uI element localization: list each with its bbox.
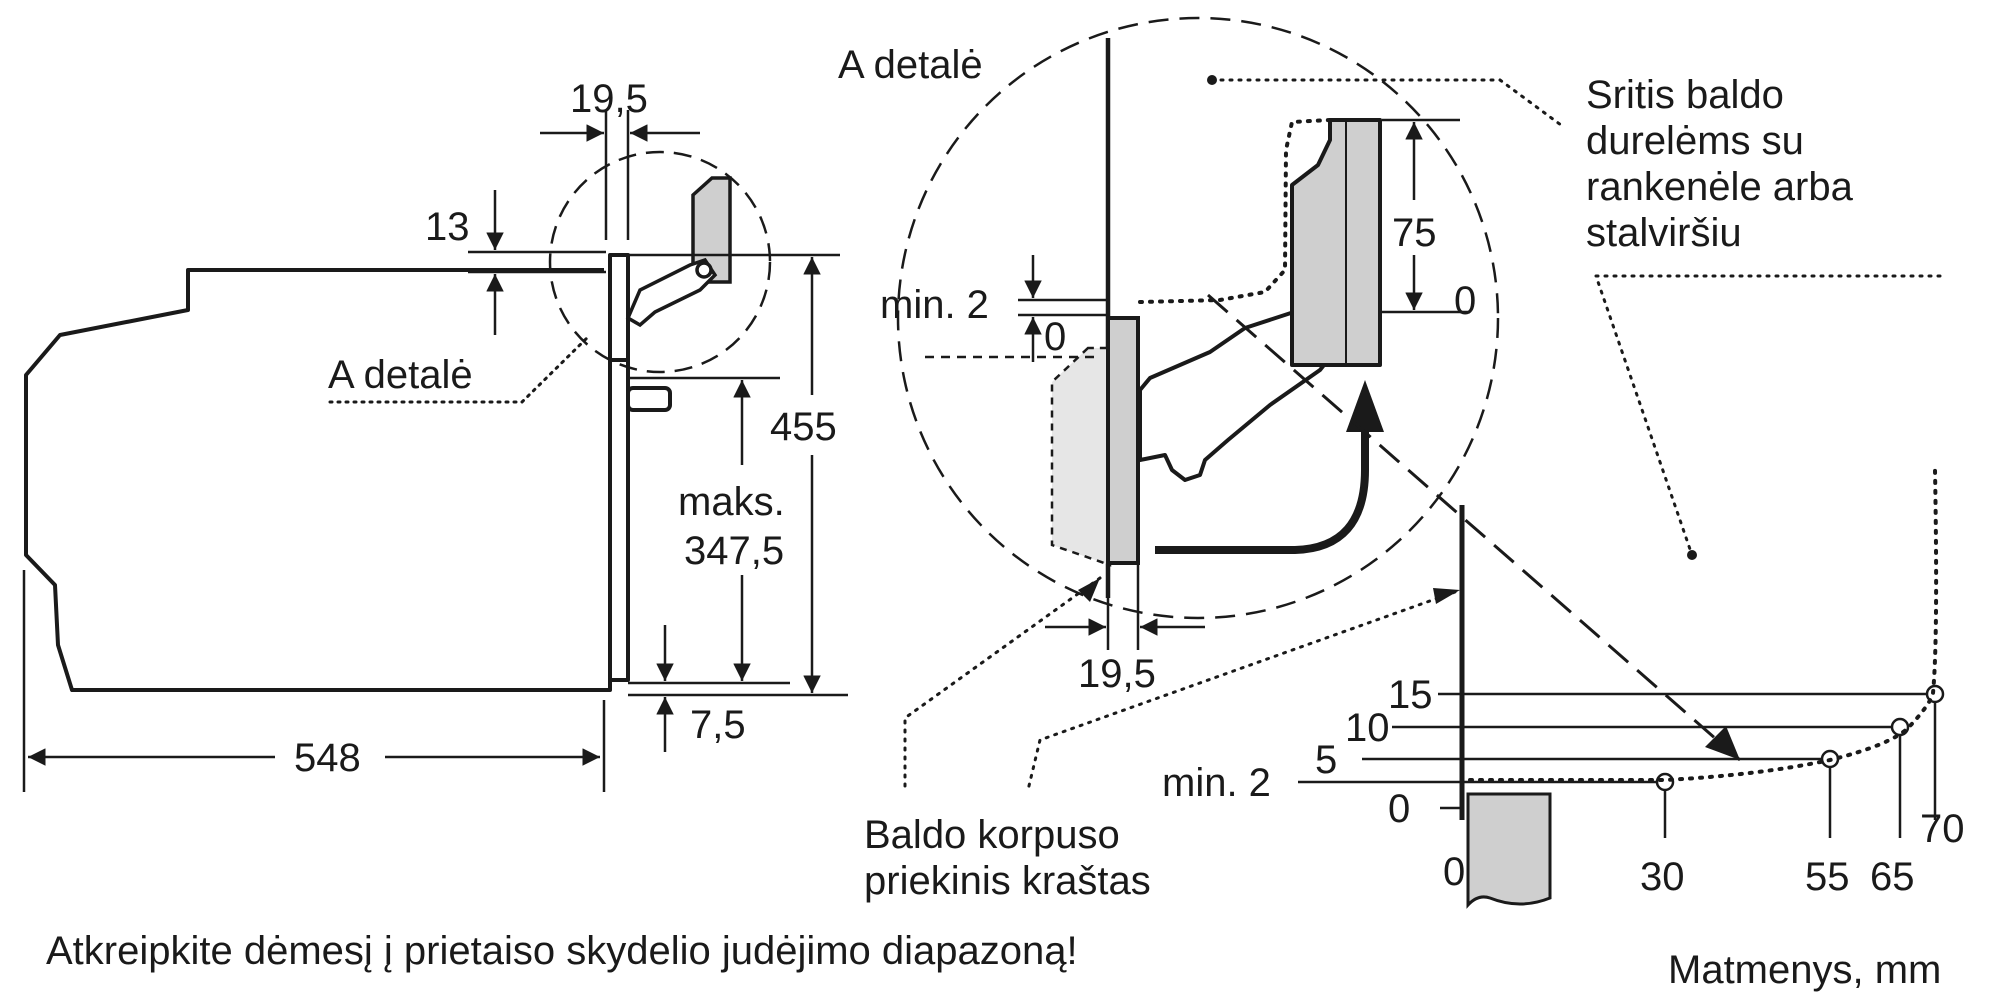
dim-handle-zero-label: 0 xyxy=(1454,279,1476,323)
dotted-sweep xyxy=(1138,118,1332,304)
hinge-small xyxy=(625,176,732,328)
graph-y-label: 10 xyxy=(1345,706,1390,750)
graph-x-label: 30 xyxy=(1640,855,1685,899)
cabinet-edge-outline xyxy=(1050,346,1112,567)
dim-depth xyxy=(22,570,606,792)
detail-circle-small xyxy=(548,150,772,374)
projection-line xyxy=(1207,293,1741,762)
dim-min2-label: min. 2 xyxy=(880,283,989,327)
front-edge-label: Baldo korpuso priekinis kraštas xyxy=(864,813,1151,903)
handle-block xyxy=(1290,118,1382,367)
detail-leader-left xyxy=(328,333,592,404)
dim-gap-detail xyxy=(1045,565,1205,650)
dim-zero-label: 0 xyxy=(1044,315,1066,359)
appliance-knob xyxy=(626,386,672,412)
region-note: Sritis baldo durelėms su rankenėle arba … xyxy=(1586,73,1864,255)
detail-circle-large xyxy=(896,16,1500,620)
dim-max xyxy=(628,376,790,685)
graph-y-label: 0 xyxy=(1388,787,1410,831)
graph-y-label: min. 2 xyxy=(1162,761,1271,805)
graph-point xyxy=(1655,772,1675,792)
detail-title: A detalė xyxy=(838,43,983,87)
motion-curve xyxy=(1468,468,1939,782)
graph-y-label: 15 xyxy=(1388,673,1433,717)
graph-x-label: 55 xyxy=(1805,855,1850,899)
dim-bottom-label: 7,5 xyxy=(690,703,746,747)
front-edge-leader-2 xyxy=(1026,590,1457,792)
dim-handle xyxy=(1382,118,1470,314)
dim-gap-top xyxy=(540,110,700,240)
dim-depth-label: 548 xyxy=(294,736,361,780)
dim-top-label: 13 xyxy=(425,205,470,249)
dim-gap-detail-label: 19,5 xyxy=(1078,652,1156,696)
motion-arrow xyxy=(1155,432,1369,554)
dim-min2 xyxy=(1018,255,1108,362)
region-leader-top xyxy=(1210,78,1567,130)
dim-height-label: 455 xyxy=(770,405,837,449)
graph-x-label: 65 xyxy=(1870,855,1915,899)
region-leader-bottom xyxy=(1593,274,1942,557)
detail-label-left: A detalė xyxy=(328,353,473,397)
units-label: Matmenys, mm xyxy=(1668,948,1941,992)
graph-x-label: 0 xyxy=(1443,850,1465,894)
dim-top xyxy=(468,190,606,335)
graph-x-label: 70 xyxy=(1920,807,1965,851)
door-block xyxy=(1106,316,1140,565)
dim-handle-label: 75 xyxy=(1392,211,1437,255)
appliance-body xyxy=(24,260,612,692)
appliance-side-view xyxy=(24,253,672,692)
graph-y-label: 5 xyxy=(1315,738,1337,782)
footer-note: Atkreipkite dėmesį į prietaiso skydelio … xyxy=(46,929,1078,973)
graph-cabinet-block xyxy=(1466,792,1552,909)
appliance-front-panel xyxy=(608,253,630,682)
front-edge-leader-1 xyxy=(903,576,1102,792)
dim-max-label: maks. xyxy=(678,480,785,524)
dim-height xyxy=(628,253,848,697)
graph-point xyxy=(1925,684,1945,704)
dim-gap-top-label: 19,5 xyxy=(570,77,648,121)
dim-max-value: 347,5 xyxy=(684,529,784,573)
